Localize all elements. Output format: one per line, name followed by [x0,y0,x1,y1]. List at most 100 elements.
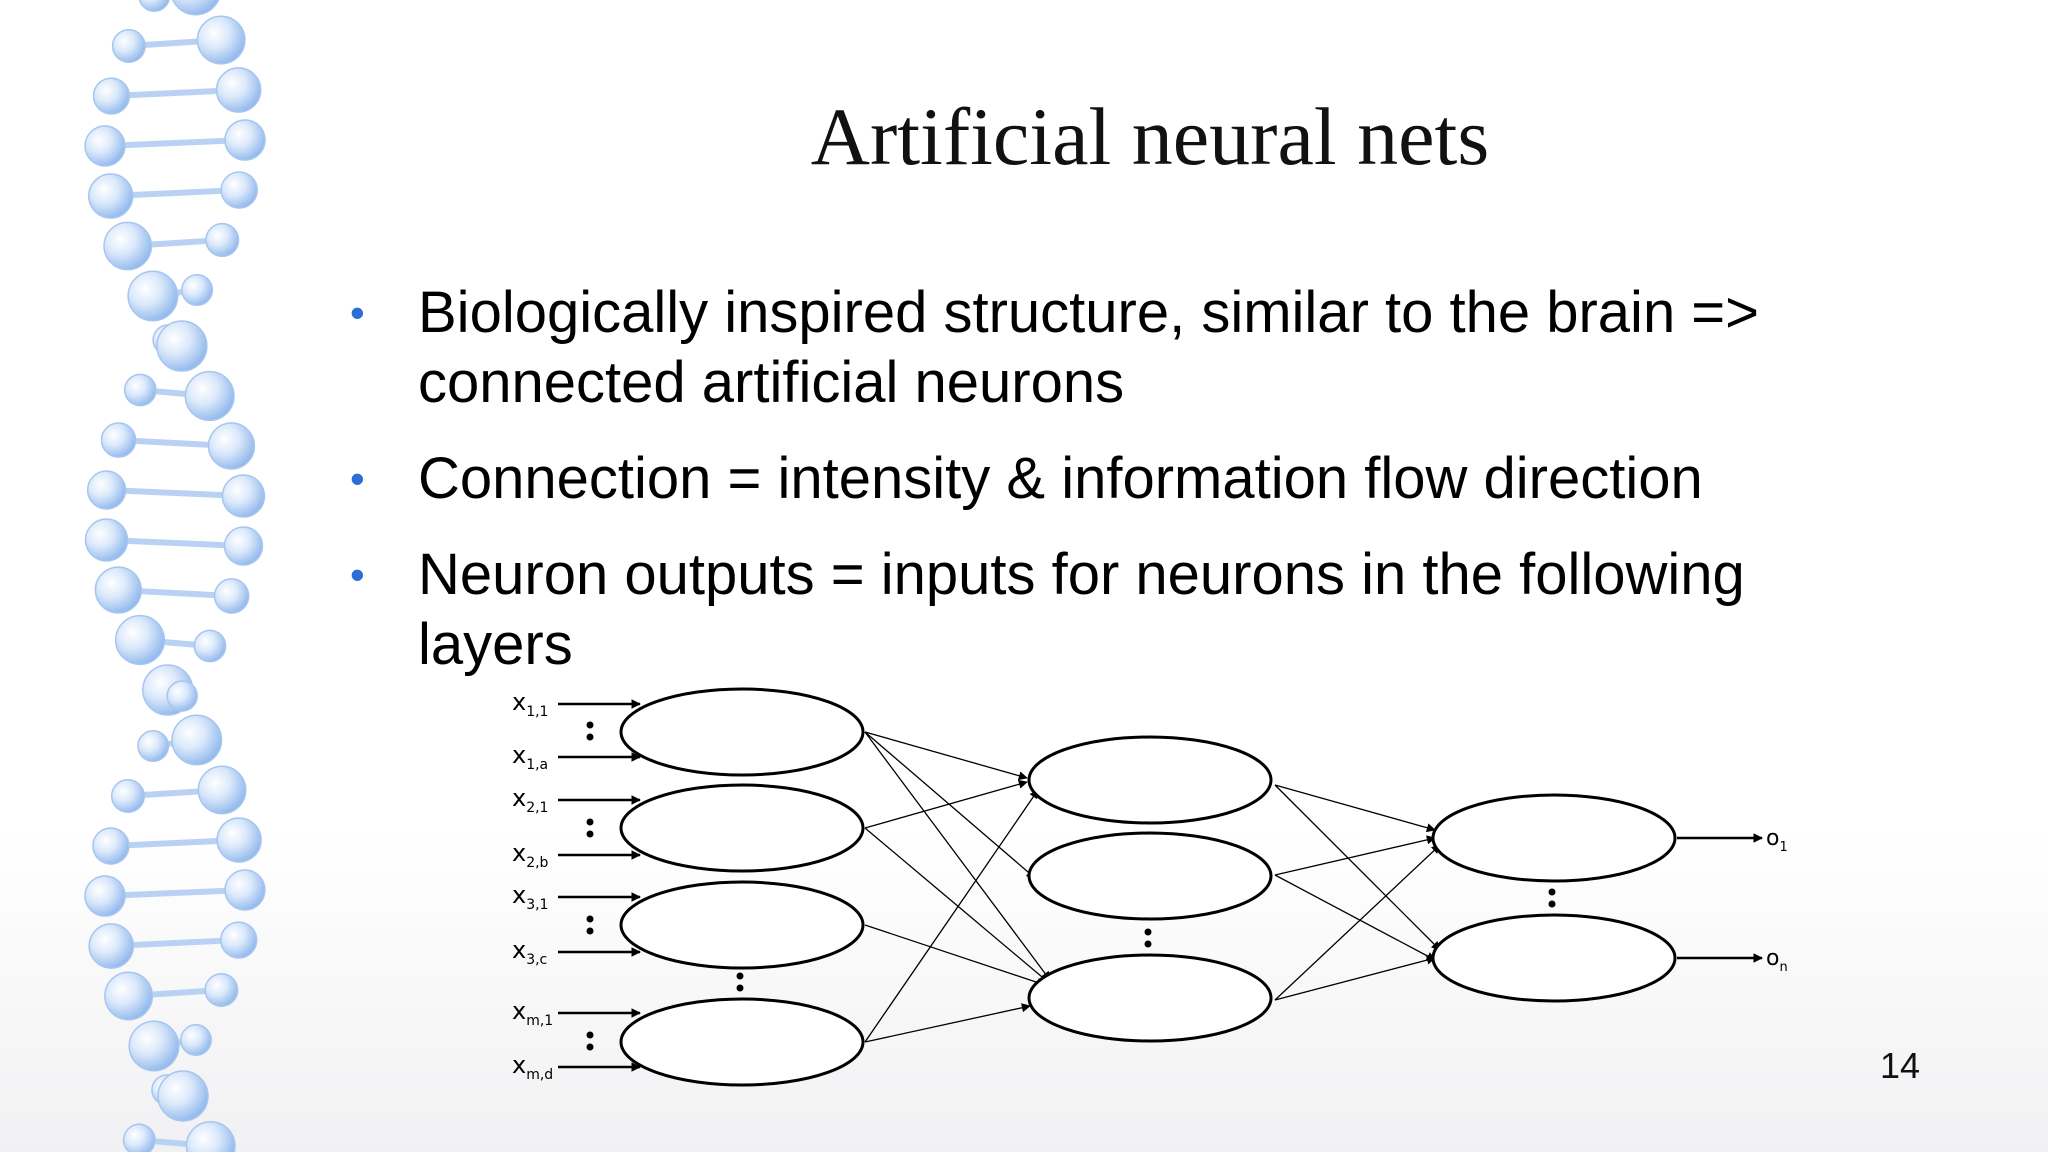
output-label: on [1766,946,1788,975]
input-labels: x1,1 x1,a x2,1 x2,b x3,1 x3,c xm,1 xm,d [512,688,553,1083]
connection [1274,835,1436,876]
dna-atom [114,614,166,666]
dna-atom [216,817,262,863]
dna-atom [88,923,135,969]
dna-atom [207,422,256,470]
neuron-l2 [1027,953,1273,1043]
dna-atom [156,320,208,372]
bullet-item: • Biologically inspired structure, simila… [350,278,1910,418]
dna-atom [157,1070,209,1122]
vertical-ellipsis-icon [736,972,744,992]
connection [864,731,1051,981]
connection [864,731,1036,879]
dna-atom [110,778,146,814]
vertical-ellipsis-icon [1548,888,1556,908]
connection [864,1003,1031,1043]
vertical-ellipsis-icon [1144,928,1152,948]
dna-atom [181,273,214,307]
dna-atom [180,1024,212,1056]
neuron-l2 [1027,735,1273,825]
dna-atom [94,566,143,614]
connection [1274,844,1441,1001]
dna-atom [220,171,258,209]
dna-atom [171,714,223,766]
connection [864,924,1046,987]
output-label: o1 [1766,826,1788,855]
dna-rung [106,537,244,549]
bullet-text: Connection = intensity & information flo… [418,446,1703,511]
connection [864,731,1028,781]
input-arrows [558,699,641,1072]
neuron-l3 [1431,793,1677,883]
dna-atom [100,422,137,458]
dna-atom [223,526,264,566]
neurons [619,687,1677,1087]
input-label: x1,1 [512,688,548,720]
dna-atom [84,518,129,562]
input-label: x2,b [512,839,549,871]
connection [864,789,1039,1043]
connection [1274,874,1436,961]
neuron-l1 [619,997,865,1087]
dna-atom [88,173,134,219]
dna-helix-decoration [84,0,266,1152]
connections-l2-l3 [1274,784,1441,1001]
dna-atom [127,270,179,322]
dna-atom [123,373,157,407]
neural-network-diagram: x1,1 x1,a x2,1 x2,b x3,1 x3,c xm,1 xm,d … [512,687,1788,1087]
vertical-ellipsis-icon [586,915,594,935]
bullet-text: Biologically inspired structure, similar… [418,280,1760,415]
dna-atom [184,370,235,422]
bullet-dot-icon: • [350,289,365,336]
connection [1274,784,1441,951]
input-label: x1,a [512,741,548,773]
dna-atom [92,827,130,865]
connection [864,827,1049,983]
dna-atom [221,474,266,518]
dna-atom [205,222,240,258]
dna-atom [185,1120,236,1152]
connections-l1-l2 [864,731,1051,1043]
dna-atom [128,1020,180,1072]
bullet-item: • Connection = intensity & information fl… [350,444,1910,514]
bullet-text: Neuron outputs = inputs for neurons in t… [418,542,1745,677]
vertical-ellipsis-icon [586,721,594,741]
dna-rung [104,137,246,149]
bullet-item: • Neuron outputs = inputs for neurons in … [350,540,1910,680]
neuron-l1 [619,880,865,970]
dna-atom [104,971,154,1021]
dna-rung [106,487,244,499]
dna-atom [224,869,266,911]
dna-atom [197,765,247,815]
ellipsis-dots [586,721,1556,1051]
dna-atom [84,125,126,167]
vertical-ellipsis-icon [586,1031,594,1051]
input-label: x3,1 [512,881,548,913]
output-labels: o1 on [1766,826,1788,975]
dna-atom [215,67,262,113]
dna-atom [92,77,131,115]
dna-atom [196,15,246,65]
neuron-l2 [1027,831,1273,921]
connection [1274,955,1436,1001]
neuron-l1 [619,783,865,873]
bullet-list: • Biologically inspired structure, simila… [350,278,1910,706]
connection [1274,784,1436,833]
input-label: xm,d [512,1051,553,1083]
dna-atom [166,680,198,712]
connection [864,779,1028,829]
dna-atom [220,921,258,959]
page-number: 14 [1880,1045,1921,1086]
dna-atom [111,29,146,63]
input-label: x2,1 [512,784,548,816]
dna-atom [122,1123,156,1152]
dna-atom [213,578,250,614]
dna-atom [138,0,170,12]
bullet-dot-icon: • [350,455,365,502]
input-label: xm,1 [512,997,553,1029]
dna-atom [193,629,227,663]
neuron-l1 [619,687,865,777]
dna-atom [204,972,239,1008]
dna-atom [103,221,153,271]
bullet-dot-icon: • [350,551,365,598]
